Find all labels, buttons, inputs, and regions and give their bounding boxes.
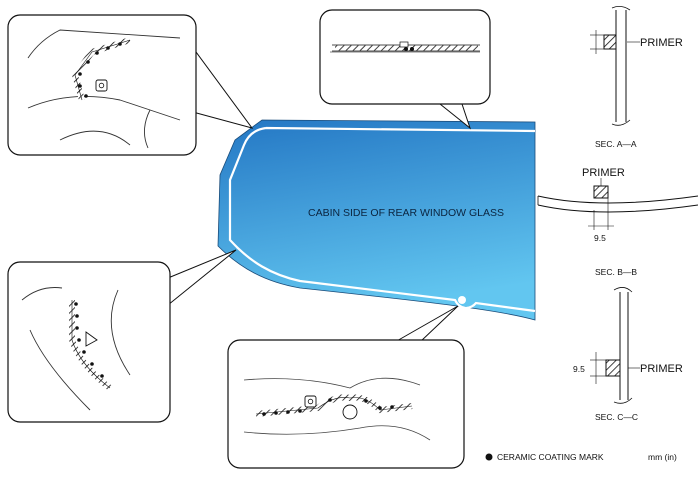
dimension-label-c: 9.5 [573,364,585,374]
urethane-bead-c [605,359,621,377]
primer-label-c: PRIMER [640,363,683,375]
section-b-b: PRIMER 9.5 SEC. B—B [537,167,698,277]
detail-left-lower-corner [7,249,237,423]
units-label: mm (in) [648,452,677,462]
ceramic-dot-icon [485,453,493,461]
glass-hole-icon [342,404,358,420]
section-title-a: SEC. A—A [595,139,637,149]
legend: CERAMIC COATING MARK mm (in) [485,452,677,462]
section-a-a: PRIMER SEC. A—A [590,6,683,149]
section-title-c: SEC. C—C [595,412,638,422]
glass-locator-dot [458,296,466,304]
primer-label-b: PRIMER [582,167,625,179]
rear-window-glass: CABIN SIDE OF REAR WINDOW GLASS [217,119,536,321]
urethane-bead-a [603,34,617,50]
ceramic-dots-detail-1 [78,42,122,98]
primer-label-a: PRIMER [640,37,683,49]
urethane-bead-b [593,185,609,199]
ceramic-dots-detail-3 [74,302,104,378]
ceramic-dots-detail-4 [262,398,394,416]
glass-label: CABIN SIDE OF REAR WINDOW GLASS [308,207,504,219]
dimension-label-b: 9.5 [594,233,606,243]
legend-text: CERAMIC COATING MARK [497,452,604,462]
detail-top-left-corner [7,14,254,156]
triangle-marker-icon [85,331,98,347]
detail-bottom-center [227,305,465,469]
clip-icon [95,79,108,92]
clip-icon-bottom [304,395,317,408]
section-c-c: 9.5 PRIMER SEC. C—C [573,287,683,422]
detail-top-center [319,9,491,130]
section-title-b: SEC. B—B [595,267,637,277]
